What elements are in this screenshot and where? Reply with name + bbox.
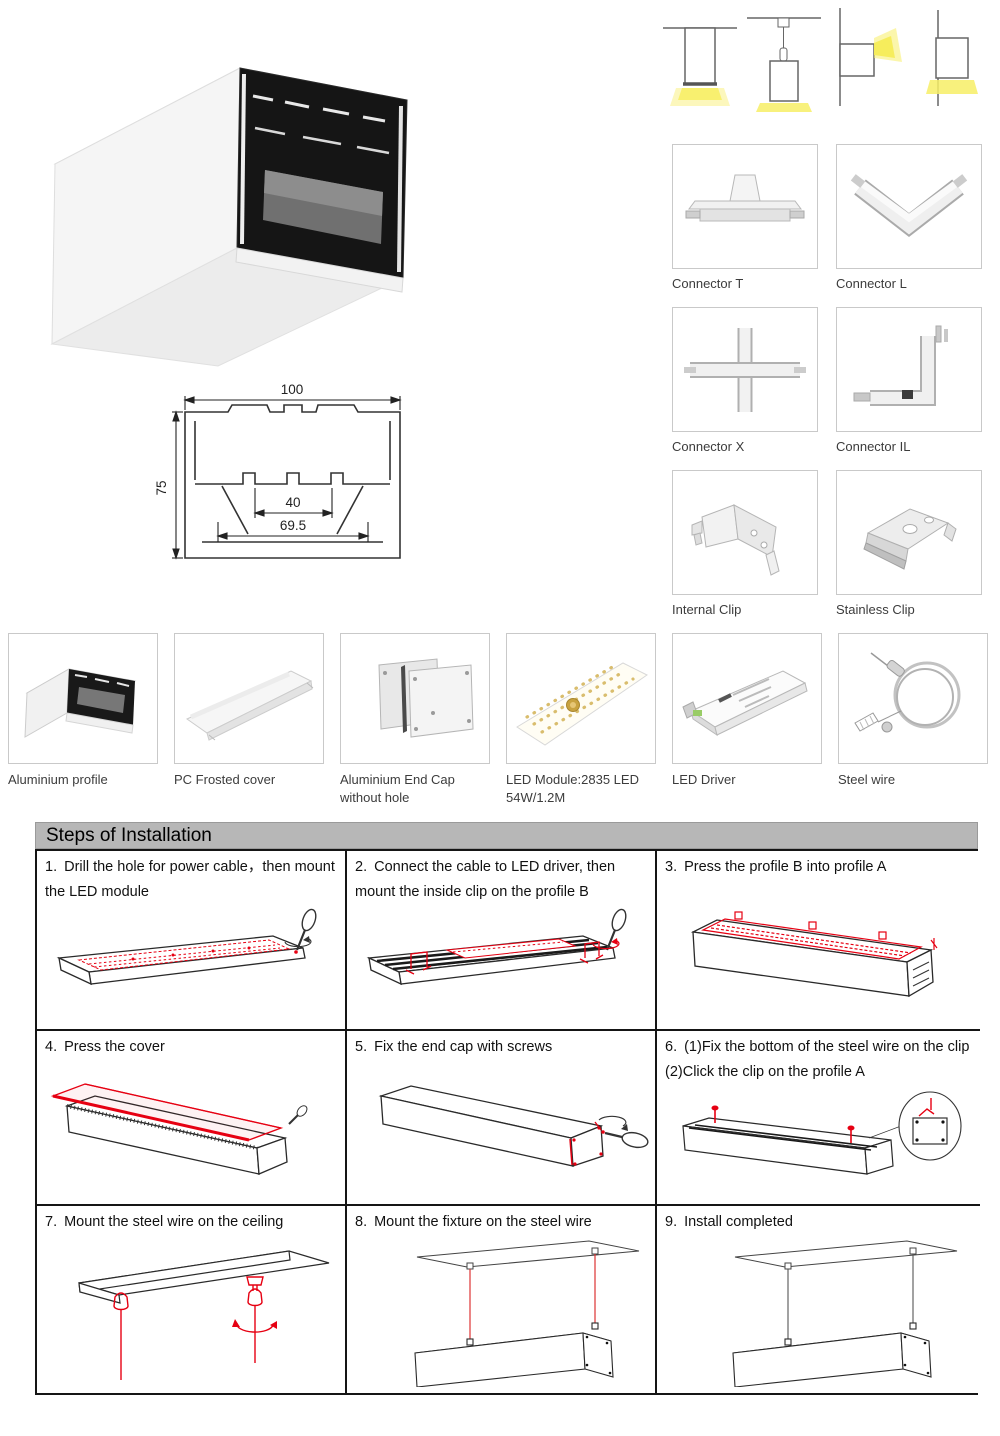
- step-9-illustration: [731, 1240, 957, 1388]
- profile-3d-render-image: [50, 67, 409, 367]
- step-number: 7.: [45, 1214, 58, 1230]
- step-number: 6.: [665, 1039, 678, 1055]
- connector-label: Connector IL: [836, 439, 911, 454]
- led-module-image: [516, 661, 648, 746]
- dim-height: 75: [154, 480, 169, 495]
- component-pc-frosted-cover: PC Frosted cover: [174, 633, 324, 806]
- connector-grid: Connector T Connector L Connector X: [672, 144, 982, 617]
- step-number: 3.: [665, 859, 678, 875]
- step-5-illustration: [378, 1085, 649, 1168]
- stainless-clip: Stainless Clip: [836, 470, 982, 617]
- connector-label: Stainless Clip: [836, 602, 915, 617]
- component-led-module: LED Module:2835 LED 54W/1.2M: [506, 633, 656, 806]
- connector-x: Connector X: [672, 307, 818, 454]
- installation-step-8: 8. Mount the fixture on the steel wire: [347, 1206, 657, 1393]
- step-text: (1)Fix the bottom of the steel wire on t…: [665, 1039, 980, 1081]
- installation-section: Steps of Installation 1.Drill the hole f…: [35, 822, 980, 1395]
- step-1-illustration: [56, 908, 317, 985]
- internal-clip-image: [691, 503, 780, 576]
- connector-label: Connector L: [836, 276, 907, 291]
- installation-step-6: 6.(1)Fix the bottom of the steel wire on…: [657, 1031, 980, 1206]
- dim-top-width: 100: [281, 382, 304, 397]
- installation-step-2: 2.Connect the cable to LED driver, then …: [347, 851, 657, 1031]
- component-label: Aluminium profile: [8, 772, 108, 787]
- component-label: PC Frosted cover: [174, 772, 276, 787]
- connector-l: Connector L: [836, 144, 982, 291]
- wall-vertical-mount-icon: [926, 10, 978, 106]
- step-text: Install completed: [684, 1214, 793, 1230]
- step-number: 2.: [355, 859, 368, 875]
- led-driver-image: [682, 669, 808, 736]
- installation-table: 1.Drill the hole for power cable，then mo…: [35, 849, 980, 1395]
- step-8-illustration: [414, 1240, 640, 1388]
- dim-inner-width: 40: [285, 495, 300, 510]
- internal-clip: Internal Clip: [672, 470, 818, 617]
- installation-step-7: 7. Mount the steel wire on the ceiling: [37, 1206, 347, 1393]
- cross-section-drawing: 100 75 40 69.5: [154, 382, 402, 560]
- installation-step-5: 5. Fix the end cap with screws: [347, 1031, 657, 1206]
- component-led-driver: LED Driver: [672, 633, 822, 806]
- component-aluminium-profile: Aluminium profile: [8, 633, 158, 806]
- dim-bottom-width: 69.5: [280, 518, 306, 533]
- step-6-illustration: [681, 1091, 962, 1175]
- step-number: 8.: [355, 1214, 368, 1230]
- connector-t-image: [685, 174, 805, 221]
- components-row: Aluminium profile PC Frosted cover Alumi…: [8, 633, 988, 806]
- connector-label: Internal Clip: [672, 602, 742, 617]
- connector-x-image: [684, 327, 806, 412]
- step-text: Press the profile B into profile A: [684, 859, 887, 875]
- connector-label: Connector T: [672, 276, 744, 291]
- component-steel-wire: Steel wire: [838, 633, 988, 806]
- dimension-drawing: 100 75 40 69.5: [150, 366, 450, 590]
- step-text: Press the cover: [64, 1039, 165, 1055]
- step-3-illustration: [690, 911, 937, 998]
- component-label: Aluminium End Cap without hole: [340, 772, 455, 805]
- step-text: Mount the fixture on the steel wire: [374, 1214, 592, 1230]
- step-text: Connect the cable to LED driver, then mo…: [355, 859, 616, 901]
- connector-label: Connector X: [672, 439, 745, 454]
- component-end-cap: Aluminium End Cap without hole: [340, 633, 490, 806]
- step-number: 4.: [45, 1039, 58, 1055]
- component-label: Steel wire: [838, 772, 896, 787]
- stainless-clip-image: [863, 507, 957, 570]
- connector-t: Connector T: [672, 144, 818, 291]
- installation-step-3: 3. Press the profile B into profile A: [657, 851, 980, 1031]
- mounting-options: [660, 4, 992, 114]
- step-number: 9.: [665, 1214, 678, 1230]
- installation-step-9: 9. Install completed: [657, 1206, 980, 1393]
- component-label: LED Module:2835 LED 54W/1.2M: [506, 772, 639, 805]
- step-7-illustration: [78, 1250, 330, 1381]
- pendant-mount-icon: [747, 17, 821, 112]
- step-number: 1.: [45, 859, 58, 875]
- step-2-illustration: [366, 908, 627, 985]
- component-label: LED Driver: [672, 772, 736, 787]
- section-title: Steps of Installation: [35, 822, 978, 849]
- connector-il-image: [853, 325, 948, 406]
- step-4-illustration: [50, 1083, 308, 1176]
- step-text: Fix the end cap with screws: [374, 1039, 553, 1055]
- wall-side-mount-icon: [839, 8, 902, 106]
- recessed-mount-icon: [663, 27, 737, 106]
- aluminium-profile-image: [24, 667, 137, 738]
- installation-step-4: 4. Press the cover: [37, 1031, 347, 1206]
- step-text: Mount the steel wire on the ceiling: [64, 1214, 284, 1230]
- connector-l-image: [850, 173, 968, 237]
- end-cap-image: [378, 657, 474, 738]
- profile-3d-render: [15, 0, 445, 368]
- connector-il: Connector IL: [836, 307, 982, 454]
- pc-frosted-cover-image: [186, 669, 314, 741]
- steel-wire-image: [854, 651, 961, 732]
- step-number: 5.: [355, 1039, 368, 1055]
- step-text: Drill the hole for power cable，then moun…: [45, 859, 335, 901]
- installation-step-1: 1.Drill the hole for power cable，then mo…: [37, 851, 347, 1031]
